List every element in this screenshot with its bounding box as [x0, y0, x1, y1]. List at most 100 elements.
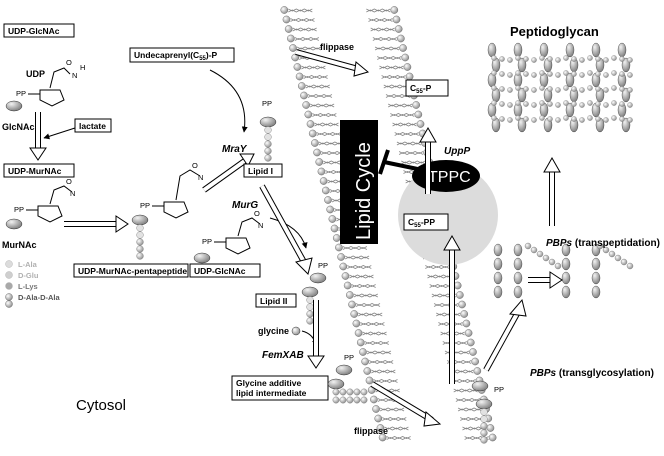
lipid-tail-b-13: [379, 66, 404, 70]
lipid-tail-b-56: [349, 275, 374, 279]
pg-crosslink-2-17: [627, 87, 633, 93]
outer-chain-bead-4: [480, 436, 488, 444]
lipid-tail-b-17: [383, 85, 408, 89]
svg-text:C55-P: C55-P: [410, 83, 432, 95]
lipid-tail-62: [355, 303, 381, 306]
svg-text:UDP-MurNAc: UDP-MurNAc: [8, 166, 62, 176]
pg-crosslink-0-3: [515, 55, 521, 61]
lipid-tail-23: [390, 113, 415, 116]
lipid-ii-pp-label: PP: [318, 261, 328, 270]
lipid-tail-b-3: [368, 19, 393, 22]
pg-crosslink-0-9: [563, 55, 569, 61]
pbps-transglycosylation-label: PBPs (transglycosylation): [530, 368, 654, 379]
glycine-additive-pp-label: PP: [344, 353, 354, 362]
legend-label-0: L-Ala: [18, 260, 38, 269]
pg-crosslink-1-14: [603, 72, 609, 78]
lipid-tail-b-15: [381, 76, 406, 79]
lipid-i-peptide-chain: [264, 126, 272, 162]
nascent-sugar-7: [513, 285, 523, 299]
lipid-head-34: [317, 167, 326, 176]
lipid-tail-b-24: [314, 123, 339, 127]
glycine-additive-bead-b-0: [332, 396, 340, 404]
lipid-head-72: [359, 348, 367, 356]
lipid-head-13: [403, 63, 412, 71]
lipid-tail-b-64: [358, 313, 383, 317]
pg-crosslink-2-15: [611, 85, 617, 91]
lipid-tail-b-87: [460, 418, 485, 421]
legend-swatch-1: [5, 271, 13, 279]
lipid-tail-17: [383, 84, 408, 88]
udp-murnac-pentapeptide-structure: PP N O: [140, 161, 203, 219]
pg-crosslink-0-7: [547, 56, 553, 62]
lipid-tail-b-21: [387, 104, 413, 108]
svg-text:Lipid I: Lipid I: [248, 166, 273, 176]
lipid-tail-33: [401, 160, 426, 164]
lipid-head-73: [469, 348, 477, 356]
legend-label-1: D-Glu: [18, 271, 39, 280]
lipid-tail-52: [344, 255, 370, 259]
lipid-head-8: [289, 44, 297, 52]
glycine-additive-box: Glycine additive lipid intermediate: [231, 375, 329, 401]
svg-text:O: O: [66, 58, 72, 67]
lipid-tail-b-90: [386, 437, 411, 440]
lipid-tail-21: [387, 103, 413, 107]
svg-text:PP: PP: [140, 201, 150, 210]
lipid-head-66: [352, 319, 361, 328]
udp-murnac-pentapeptide-box: UDP-MurNAc-pentapeptide: [73, 263, 189, 278]
legend-swatch-0: [5, 260, 13, 268]
lipidI-chain-bead-1: [264, 133, 272, 141]
nascent-sugar-15: [591, 285, 601, 299]
svg-text:UDP-GlcNAc: UDP-GlcNAc: [8, 26, 60, 36]
lipid-head-77: [473, 367, 482, 375]
outer-lipid-ii-peptide-chain: [480, 408, 488, 444]
udp-glcnac-mid-structure: PP N O: [202, 209, 263, 255]
pg-crosslink-4-9: [563, 115, 569, 121]
lipid-tail-8: [296, 46, 322, 50]
lipid-tail-60: [353, 293, 379, 297]
lipid-head-61: [456, 291, 464, 299]
pg-crosslink-3-8: [555, 102, 561, 108]
nascent-sugar-3: [493, 285, 503, 299]
lipid-tail-85: [457, 407, 483, 411]
nascent-sugar-1: [493, 257, 503, 271]
pg-crosslink-4-6: [539, 115, 545, 121]
glycine-additive-sugar-bead-1: [327, 378, 345, 390]
pg-sugar-6: [513, 42, 523, 58]
lipid-head-26: [308, 129, 317, 138]
lipid-head-78: [365, 376, 374, 385]
lipid-head-76: [363, 367, 372, 375]
lipid-head-58: [343, 281, 352, 290]
svg-text:PP: PP: [16, 89, 26, 98]
lipid-tail-55: [425, 265, 450, 268]
pg-crosslink-4-8: [555, 117, 561, 123]
lipid-head-4: [284, 25, 293, 33]
legend-label-3: D-Ala-D-Ala: [18, 293, 60, 302]
nascent-sugar-8: [561, 243, 571, 257]
lipidII-chain-bead-0: [306, 296, 314, 304]
lipid-tail-b-4: [292, 28, 317, 32]
svg-text:UDP-MurNAc-pentapeptide: UDP-MurNAc-pentapeptide: [78, 266, 187, 276]
pg-crosslink-0-12: [587, 55, 593, 61]
lipid-tail-b-62: [355, 304, 381, 307]
lipid-tail-12: [301, 65, 326, 69]
mray-label: MraY: [222, 144, 248, 155]
lipid-tail-b-85: [457, 408, 483, 412]
glycine-additive-bead-b-3: [353, 396, 361, 404]
femxab-label: FemXAB: [262, 350, 304, 361]
lipid-tail-57: [427, 274, 452, 278]
lipid-tail-b-23: [390, 114, 415, 117]
c55-p-box: C55-P: [405, 79, 449, 97]
lipidII-chain-bead-1: [306, 303, 314, 311]
murg-arrow: [269, 217, 308, 249]
lipid-tail-b-54: [347, 266, 372, 269]
lipid-tail-b-7: [372, 38, 398, 41]
pg-crosslink-1-11: [579, 72, 585, 78]
lipid-tail-b-86: [382, 418, 407, 421]
lipid-head-30: [313, 148, 321, 157]
lipid-tail-64: [358, 312, 383, 316]
outer-lipid-ii-sugar-bead-2: [475, 398, 493, 410]
udp-murnac-box: UDP-MurNAc: [3, 163, 75, 178]
lipid-head-21: [412, 101, 420, 109]
lipid-tail-b-76: [371, 370, 396, 374]
lipid-head-18: [300, 91, 308, 100]
